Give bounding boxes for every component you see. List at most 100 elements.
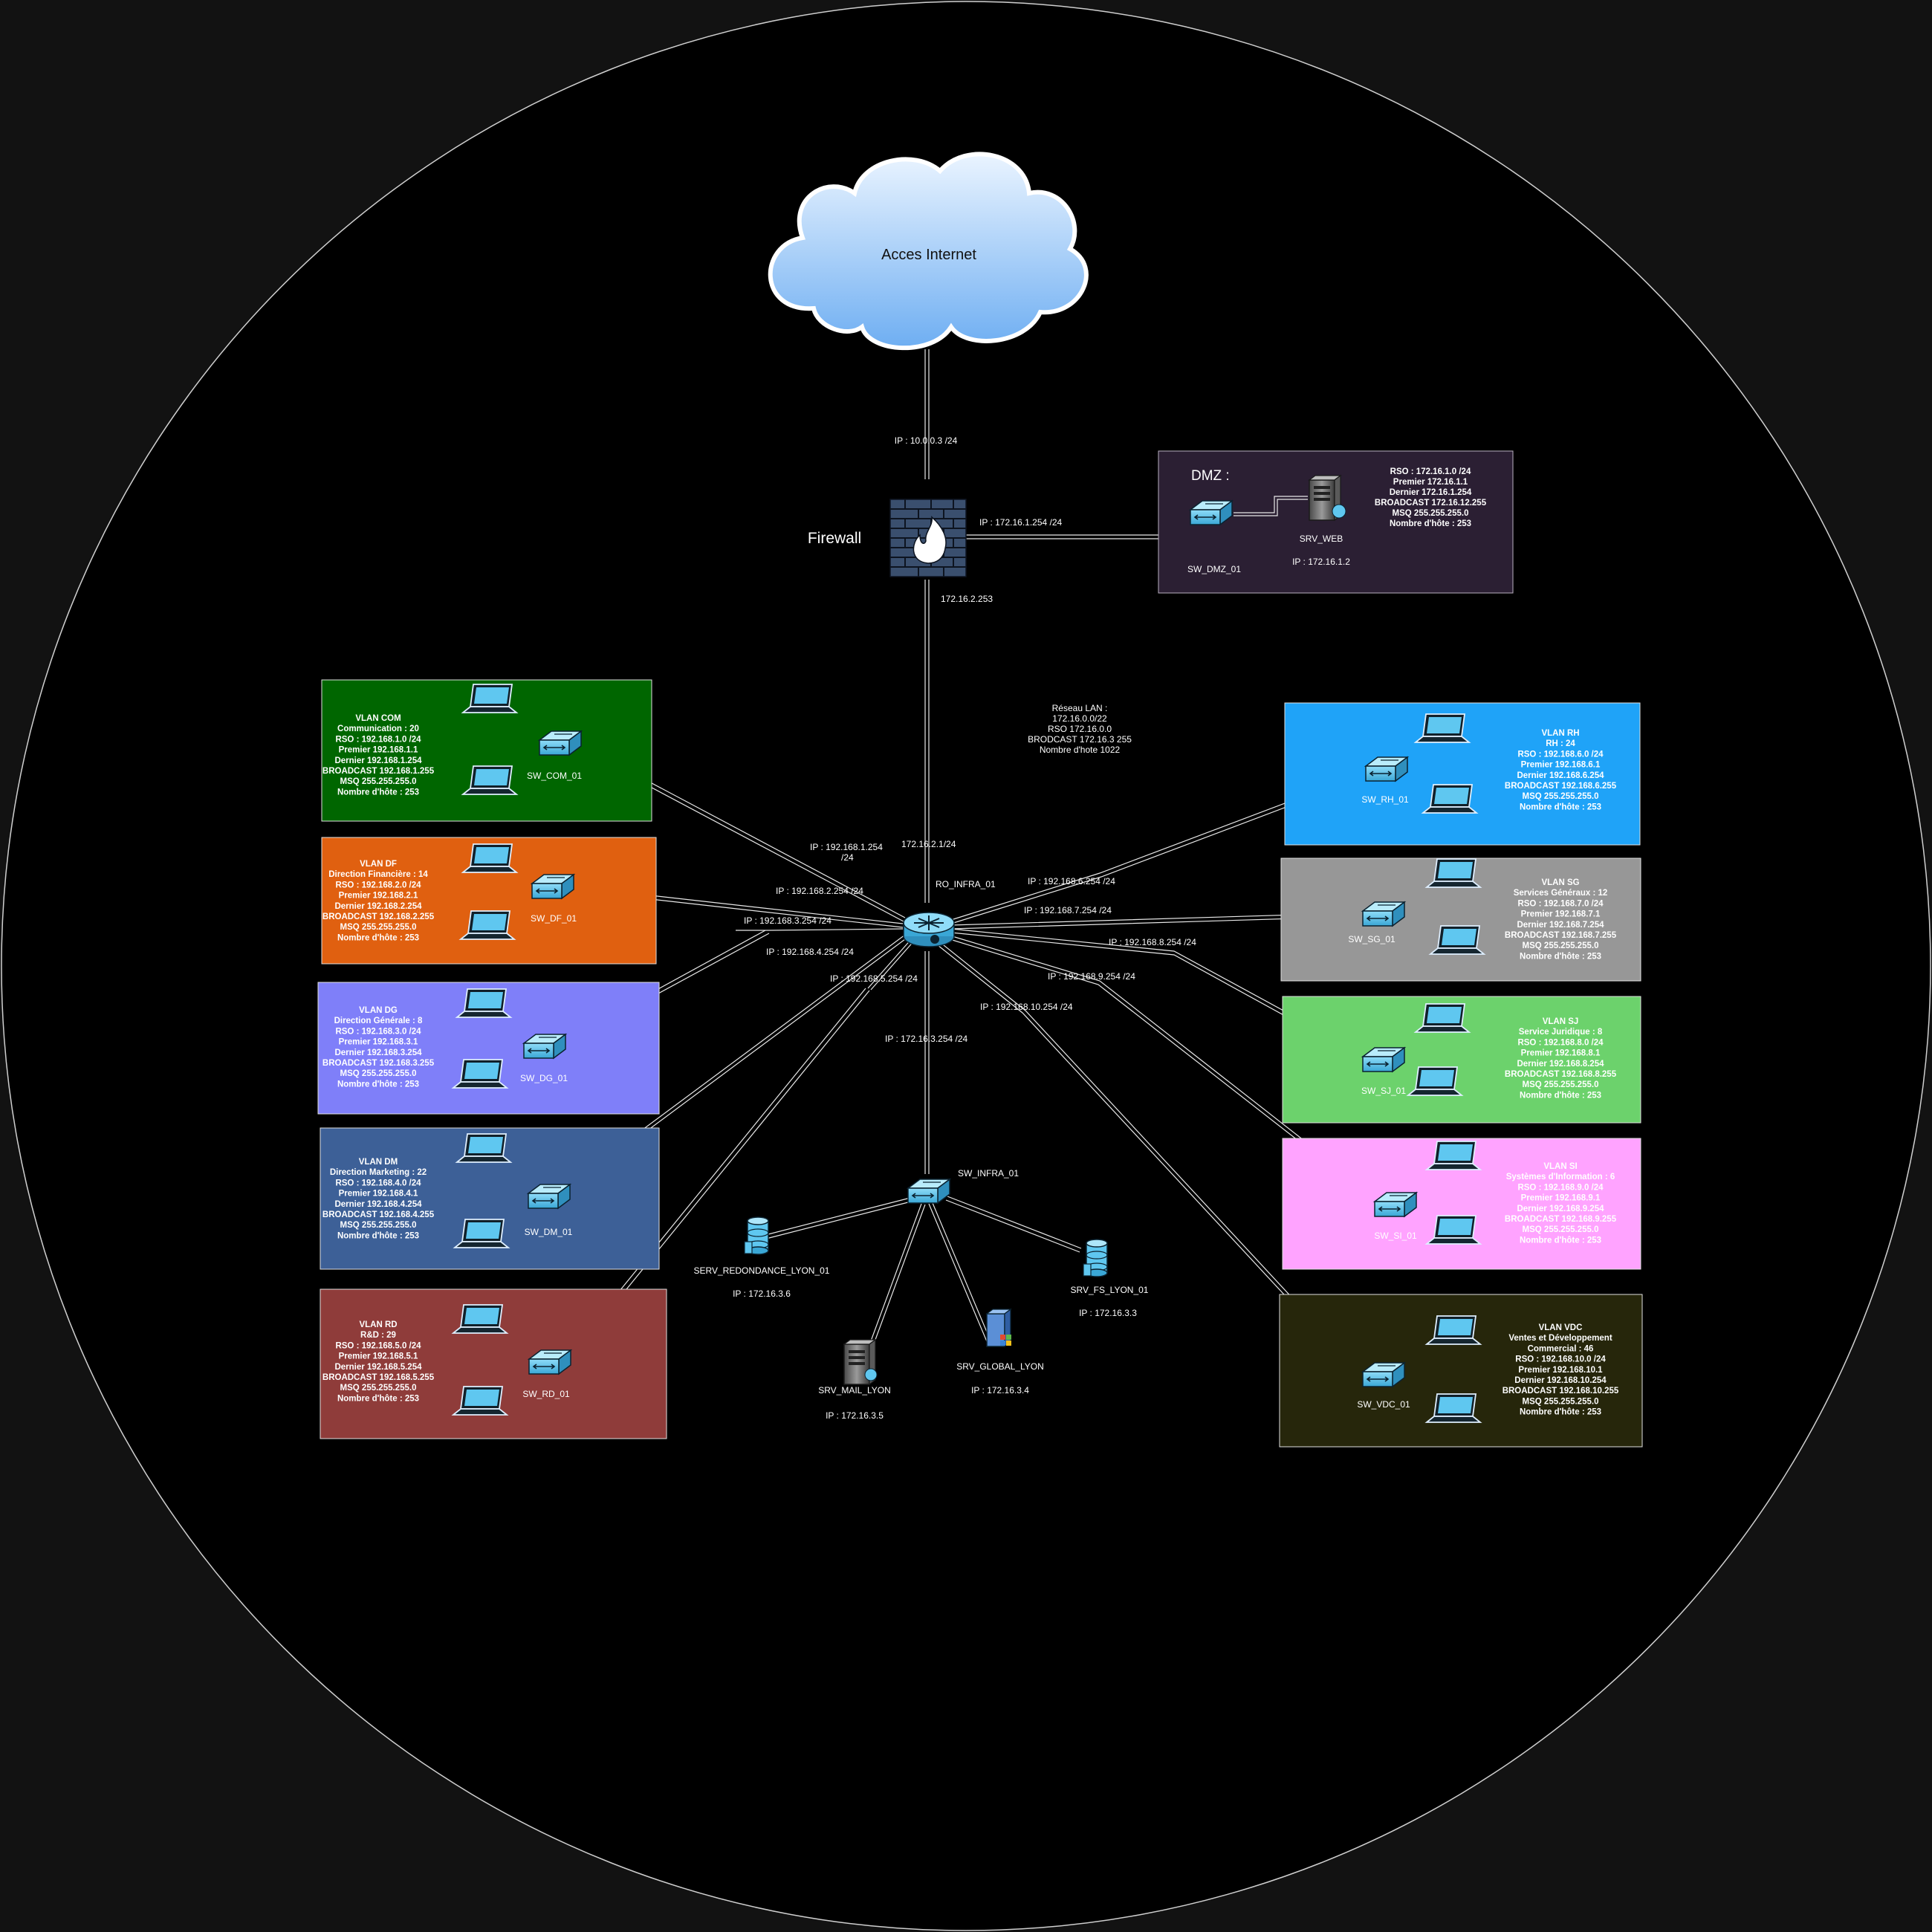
router-ip-si: IP : 192.168.9.254 /24 xyxy=(1048,971,1135,982)
vlan-sj-info-line-7: Nombre d'hôte : 253 xyxy=(1520,1091,1601,1100)
vlan-vdc-info-line-3: RSO : 192.168.10.0 /24 xyxy=(1515,1355,1606,1364)
vlan-sg-info-line-1: Services Généraux : 12 xyxy=(1514,889,1608,898)
srv-fs-icon xyxy=(1083,1239,1108,1277)
vlan-df-info-line-5: BROADCAST 192.168.2.255 xyxy=(322,912,435,921)
vlan-rd-info-line-6: MSQ 255.255.255.0 xyxy=(340,1384,417,1393)
vlan-vdc-info-line-4: Premier 192.168.10.1 xyxy=(1518,1366,1603,1375)
vlan-sg-info-line-4: Dernier 192.168.7.254 xyxy=(1517,921,1604,930)
vlan-rh-info-line-0: VLAN RH xyxy=(1541,729,1579,738)
vlan-df-info-line-1: Direction Financière : 14 xyxy=(328,870,428,879)
router-ip-df: IP : 192.168.2.254 /24 xyxy=(776,886,863,896)
vlan-dg-info-line-7: Nombre d'hôte : 253 xyxy=(337,1080,419,1089)
vlan-si-info-line-6: MSQ 255.255.255.0 xyxy=(1523,1225,1599,1234)
vlan-si-info-line-1: Systèmes d'Information : 6 xyxy=(1506,1173,1615,1181)
vlan-df-info-line-2: RSO : 192.168.2.0 /24 xyxy=(335,881,421,889)
vlan-rh-info-line-5: BROADCAST 192.168.6.255 xyxy=(1505,782,1617,791)
vlan-dm-info-line-2: RSO : 192.168.4.0 /24 xyxy=(335,1179,421,1187)
internet-label: Acces Internet xyxy=(881,247,976,263)
vlan-vdc-info-line-5: Dernier 192.168.10.254 xyxy=(1514,1376,1607,1385)
vlan-vdc-info-line-6: BROADCAST 192.168.10.255 xyxy=(1503,1387,1619,1395)
vlan-rh-info-line-1: RH : 24 xyxy=(1546,739,1575,748)
router-ip-infra: IP : 172.16.3.254 /24 xyxy=(885,1034,968,1044)
vlan-sj-info-line-6: MSQ 255.255.255.0 xyxy=(1523,1080,1599,1089)
firewall-label: Firewall xyxy=(808,530,861,547)
dmz-title: DMZ : xyxy=(1191,468,1230,484)
vlan-sg-info-line-6: MSQ 255.255.255.0 xyxy=(1523,941,1599,950)
srv-redondance-label: SERV_REDONDANCE_LYON_01 xyxy=(694,1265,830,1276)
vlan-df-info-line-3: Premier 192.168.2.1 xyxy=(339,892,418,901)
vlan-com-info-line-5: BROADCAST 192.168.1.255 xyxy=(322,767,435,776)
vlan-sg-info-line-5: BROADCAST 192.168.7.255 xyxy=(1505,931,1617,940)
vlan-dg-info-line-6: MSQ 255.255.255.0 xyxy=(340,1069,417,1078)
vlan-sj-info-line-5: BROADCAST 192.168.8.255 xyxy=(1505,1070,1617,1079)
vlan-dg-switch-label: SW_DG_01 xyxy=(520,1073,568,1083)
router-ip-vdc: IP : 192.168.10.254 /24 xyxy=(980,1002,1073,1012)
vlan-dm-info-line-3: Premier 192.168.4.1 xyxy=(339,1190,418,1199)
router-ip-rh: IP : 192.168.6.254 /24 xyxy=(1028,876,1115,886)
vlan-rd-switch-icon xyxy=(528,1349,571,1375)
vlan-rd-info-line-7: Nombre d'hôte : 253 xyxy=(337,1394,419,1403)
vlan-dm-info-line-1: Direction Marketing : 22 xyxy=(330,1168,427,1177)
dmz-switch-icon xyxy=(1190,500,1233,525)
vlan-si-info-line-5: BROADCAST 192.168.9.255 xyxy=(1505,1215,1617,1224)
srv-global-icon xyxy=(985,1308,1012,1348)
lan-info-line-1: 172.16.0.0/22 xyxy=(1052,713,1107,724)
srv-mail-ip: IP : 172.16.3.5 xyxy=(826,1410,884,1421)
firewall-dmz-ip: IP : 172.16.1.254 /24 xyxy=(979,517,1063,528)
firewall-wan-ip: IP : 10.0.0.3 /24 xyxy=(895,435,958,446)
vlan-sj-info-line-2: RSO : 192.168.8.0 /24 xyxy=(1517,1038,1604,1047)
vlan-rh-info-line-7: Nombre d'hôte : 253 xyxy=(1520,803,1601,811)
vlan-rh-info-line-4: Dernier 192.168.6.254 xyxy=(1517,771,1604,780)
dmz-info-line-3: BROADCAST 172.16.12.255 xyxy=(1375,499,1487,508)
vlan-dg-info-line-1: Direction Générale : 8 xyxy=(334,1017,423,1025)
lan-info-line-0: Réseau LAN : xyxy=(1052,703,1108,713)
vlan-dm-switch-icon xyxy=(528,1184,571,1209)
router-ip-dg: IP : 192.168.3.254 /24 xyxy=(744,915,832,926)
vlan-com-info-line-6: MSQ 255.255.255.0 xyxy=(340,777,417,786)
vlan-vdc-switch-icon xyxy=(1362,1362,1405,1387)
vlan-si-switch-icon xyxy=(1374,1192,1417,1217)
vlan-sg-info-line-0: VLAN SG xyxy=(1541,878,1579,887)
vlan-si-info-line-3: Premier 192.168.9.1 xyxy=(1521,1194,1601,1203)
vlan-rh-info-line-2: RSO : 192.168.6.0 /24 xyxy=(1517,750,1604,759)
vlan-sj-switch-icon xyxy=(1362,1047,1405,1072)
firewall-icon xyxy=(889,499,967,577)
router-ip-com-1: IP : 192.168.1.254 xyxy=(810,842,883,852)
vlan-rh-info-line-6: MSQ 255.255.255.0 xyxy=(1523,792,1599,801)
lan-info-line-4: Nombre d'hote 1022 xyxy=(1040,745,1121,755)
vlan-dg-info-line-2: RSO : 192.168.3.0 /24 xyxy=(335,1027,421,1036)
vlan-com-switch-icon xyxy=(539,730,582,756)
router-label: RO_INFRA_01 xyxy=(936,879,996,889)
vlan-sj-info-line-0: VLAN SJ xyxy=(1543,1017,1579,1026)
vlan-vdc-switch-label: SW_VDC_01 xyxy=(1357,1399,1410,1410)
vlan-dm-info-line-4: Dernier 192.168.4.254 xyxy=(334,1200,422,1209)
vlan-rd-info-line-4: Dernier 192.168.5.254 xyxy=(334,1363,422,1372)
vlan-dm-info-line-6: MSQ 255.255.255.0 xyxy=(340,1221,417,1230)
vlan-df-switch-icon xyxy=(531,874,574,899)
vlan-vdc-info-line-2: Commercial : 46 xyxy=(1528,1344,1594,1353)
infra-switch-icon xyxy=(907,1179,950,1204)
vlan-sj-info-line-1: Service Juridique : 8 xyxy=(1519,1028,1603,1037)
vlan-vdc-info-line-7: MSQ 255.255.255.0 xyxy=(1523,1397,1599,1406)
vlan-sg-switch-icon xyxy=(1362,901,1405,927)
srv-global-ip: IP : 172.16.3.4 xyxy=(971,1385,1029,1395)
router-icon xyxy=(903,912,955,947)
srv-fs-ip: IP : 172.16.3.3 xyxy=(1079,1308,1137,1318)
vlan-vdc-info-line-1: Ventes et Développement xyxy=(1508,1334,1612,1343)
router-ip-sj: IP : 192.168.8.254 /24 xyxy=(1109,937,1196,947)
vlan-df-info-line-0: VLAN DF xyxy=(360,860,397,869)
vlan-df-info-line-7: Nombre d'hôte : 253 xyxy=(337,933,419,942)
vlan-dg-info-line-3: Premier 192.168.3.1 xyxy=(339,1038,418,1047)
vlan-vdc-info-line-8: Nombre d'hôte : 253 xyxy=(1520,1408,1601,1417)
dmz-switch-label: SW_DMZ_01 xyxy=(1187,564,1241,574)
srv-web-ip: IP : 172.16.1.2 xyxy=(1292,557,1350,567)
dmz-info-line-2: Dernier 172.16.1.254 xyxy=(1390,488,1472,497)
vlan-rd-info-line-1: R&D : 29 xyxy=(360,1331,396,1340)
